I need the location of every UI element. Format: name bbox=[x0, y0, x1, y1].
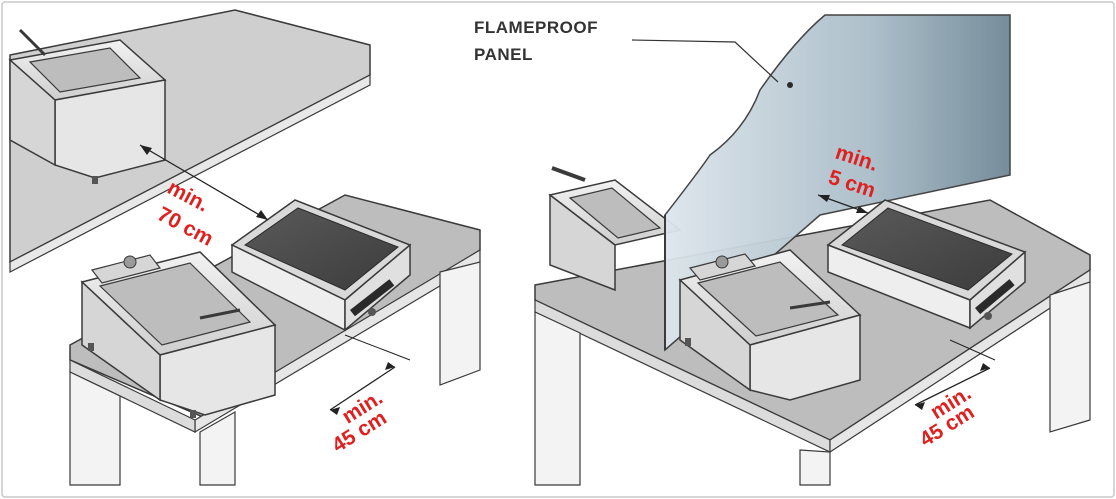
front-fryer bbox=[80, 251, 277, 418]
dimension-front-left bbox=[329, 334, 411, 415]
panel-callout-line bbox=[631, 39, 779, 83]
dimension-panel-right bbox=[817, 194, 869, 214]
dimension-front-right bbox=[914, 339, 996, 410]
rear-fryer bbox=[8, 28, 167, 184]
right-scene: FLAMEPROOF PANEL min. 5 cm min. 45 cm bbox=[474, 14, 1091, 486]
left-scene: min. 70 cm min. 45 cm bbox=[8, 9, 481, 486]
rear-distance-value-label: 70 cm bbox=[154, 203, 217, 251]
griddle-right bbox=[826, 199, 1027, 330]
panel-label-line1: FLAMEPROOF bbox=[474, 18, 598, 37]
dimension-rear-left bbox=[139, 144, 269, 221]
panel-label-line2: PANEL bbox=[474, 45, 533, 64]
griddle-left bbox=[230, 199, 412, 332]
right-front-fryer bbox=[678, 249, 862, 401]
